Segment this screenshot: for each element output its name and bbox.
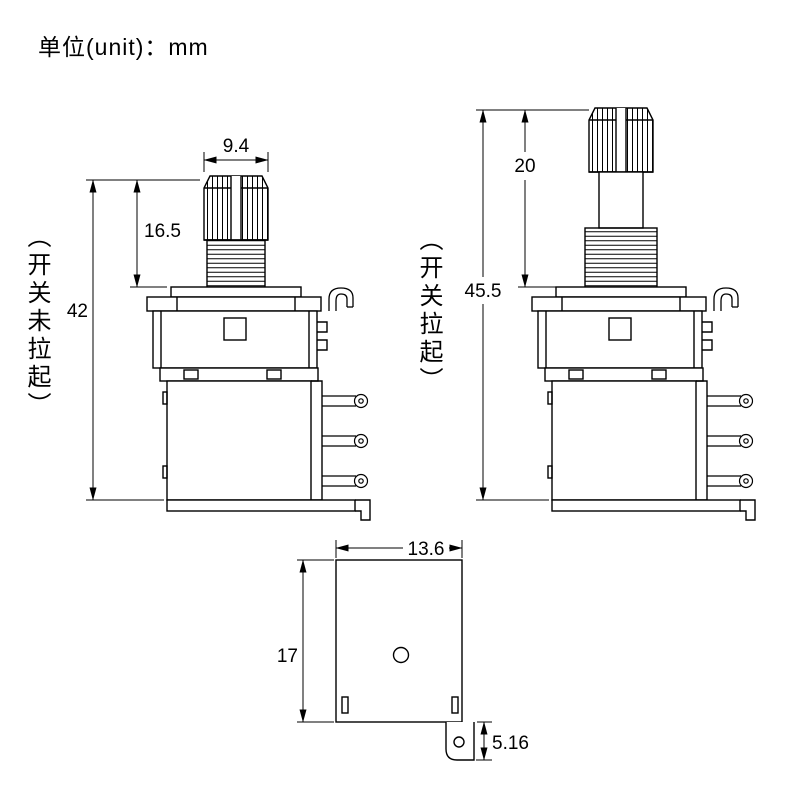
right-shaft [598, 171, 644, 229]
right-pot-drawing [531, 107, 756, 521]
dim-bottom-width: 13.6 [408, 539, 445, 560]
left-terminals [322, 393, 369, 489]
left-pot-body [152, 310, 328, 369]
left-flange [146, 286, 322, 312]
dim-left-shaft-height: 16.5 [144, 221, 181, 242]
left-threaded-bushing [206, 239, 266, 288]
right-dimension-labels: 20 45.5 [465, 156, 536, 302]
dim-right-shaft-height: 20 [514, 156, 535, 177]
left-pot-drawing [146, 175, 371, 521]
bottom-mounting-tab [445, 722, 475, 761]
right-ground-hook [713, 287, 739, 311]
right-terminals [707, 393, 754, 489]
dim-right-total-height: 45.5 [465, 281, 502, 302]
dim-left-knob-width: 9.4 [223, 136, 250, 157]
right-bottom-bracket [551, 499, 756, 521]
left-ground-hook [328, 287, 354, 311]
right-view-caption: （开关拉起） [415, 227, 442, 395]
bottom-center-hole [392, 646, 410, 664]
unit-label: 单位(unit)：mm [38, 34, 209, 60]
right-pot-body [537, 310, 713, 369]
right-switch-body [547, 380, 708, 501]
left-switch-body [162, 380, 323, 501]
left-dimension-lines [86, 152, 269, 501]
dim-bottom-tab-offset: 5.16 [492, 733, 529, 754]
right-lower-plate [544, 367, 704, 382]
right-knob [588, 107, 654, 173]
left-dimension-labels: 9.4 16.5 42 [67, 136, 250, 322]
bottom-slot-right [451, 696, 459, 714]
left-view-caption: （开关未拉起） [23, 224, 50, 420]
dim-left-total-height: 42 [67, 301, 88, 322]
bottom-body [335, 559, 463, 723]
bottom-dimension-lines [297, 540, 492, 761]
left-lower-plate [159, 367, 319, 382]
right-dimension-lines [476, 109, 589, 501]
left-knob [203, 175, 269, 241]
dim-bottom-height: 17 [277, 646, 298, 667]
right-flange [531, 286, 707, 312]
bottom-view-drawing [335, 559, 475, 761]
bottom-dimension-labels: 13.6 17 5.16 [277, 539, 529, 754]
right-threaded-bushing [584, 227, 658, 288]
bottom-slot-left [341, 696, 349, 714]
left-bottom-bracket [166, 499, 371, 521]
